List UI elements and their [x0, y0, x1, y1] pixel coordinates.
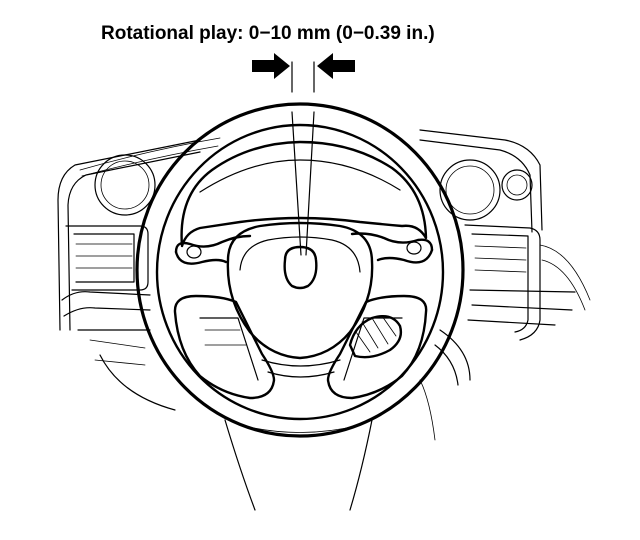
- lower-openings: [173, 294, 428, 400]
- play-reference-lines: [291, 61, 315, 256]
- steering-wheel-rim: [135, 102, 465, 438]
- left-arrow-icon: [252, 53, 290, 79]
- play-indicator-arrows: [252, 53, 355, 79]
- lower-hub: [261, 359, 341, 378]
- rotational-play-caption: Rotational play: 0−10 mm (0−0.39 in.): [101, 23, 435, 44]
- right-arrow-icon: [317, 53, 355, 79]
- wheel-spokes: [174, 232, 434, 265]
- upper-opening: [180, 140, 428, 248]
- steering-column: [224, 419, 373, 511]
- dashboard-background: [57, 129, 591, 441]
